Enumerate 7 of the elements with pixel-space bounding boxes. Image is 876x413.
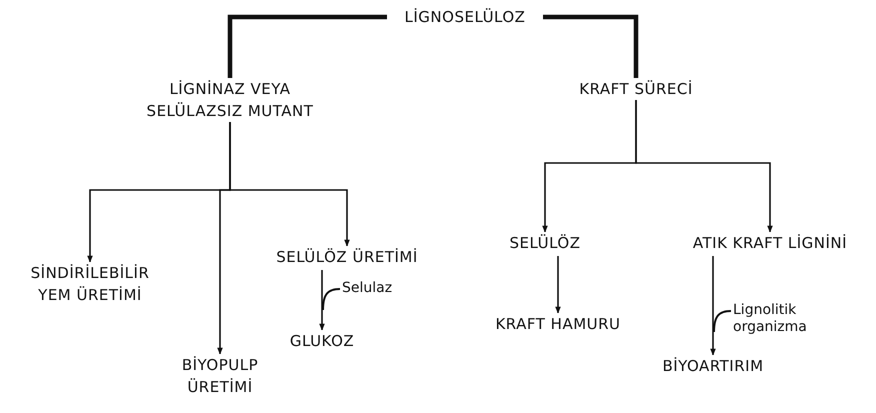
arrow xyxy=(635,100,773,233)
edge-label: Selulaz xyxy=(322,280,392,310)
arrow xyxy=(229,122,350,247)
edge-label: Lignolitik organizma xyxy=(713,302,813,336)
arrow xyxy=(319,270,325,331)
arrow xyxy=(555,256,561,314)
arrow xyxy=(710,256,716,356)
